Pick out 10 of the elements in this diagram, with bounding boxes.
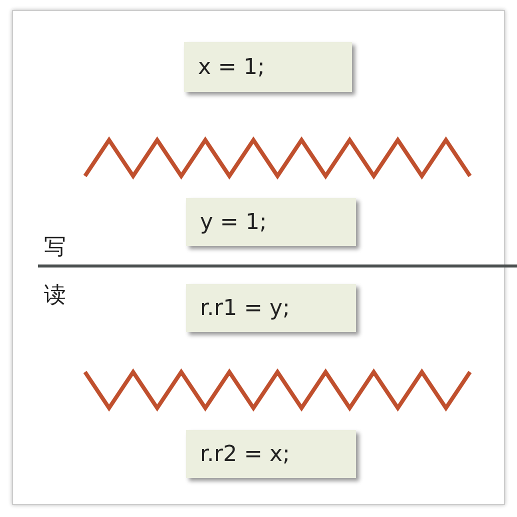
section-label: 写 bbox=[44, 234, 66, 262]
code-box bbox=[186, 430, 356, 478]
code-statement: y = 1; bbox=[200, 210, 267, 234]
section-label: 读 bbox=[44, 282, 66, 310]
code-box bbox=[184, 42, 352, 92]
code-statement: r.r2 = x; bbox=[200, 442, 290, 466]
code-statement: r.r1 = y; bbox=[200, 296, 290, 320]
code-box bbox=[186, 198, 356, 246]
code-statement: x = 1; bbox=[198, 54, 265, 80]
code-box bbox=[186, 284, 356, 332]
